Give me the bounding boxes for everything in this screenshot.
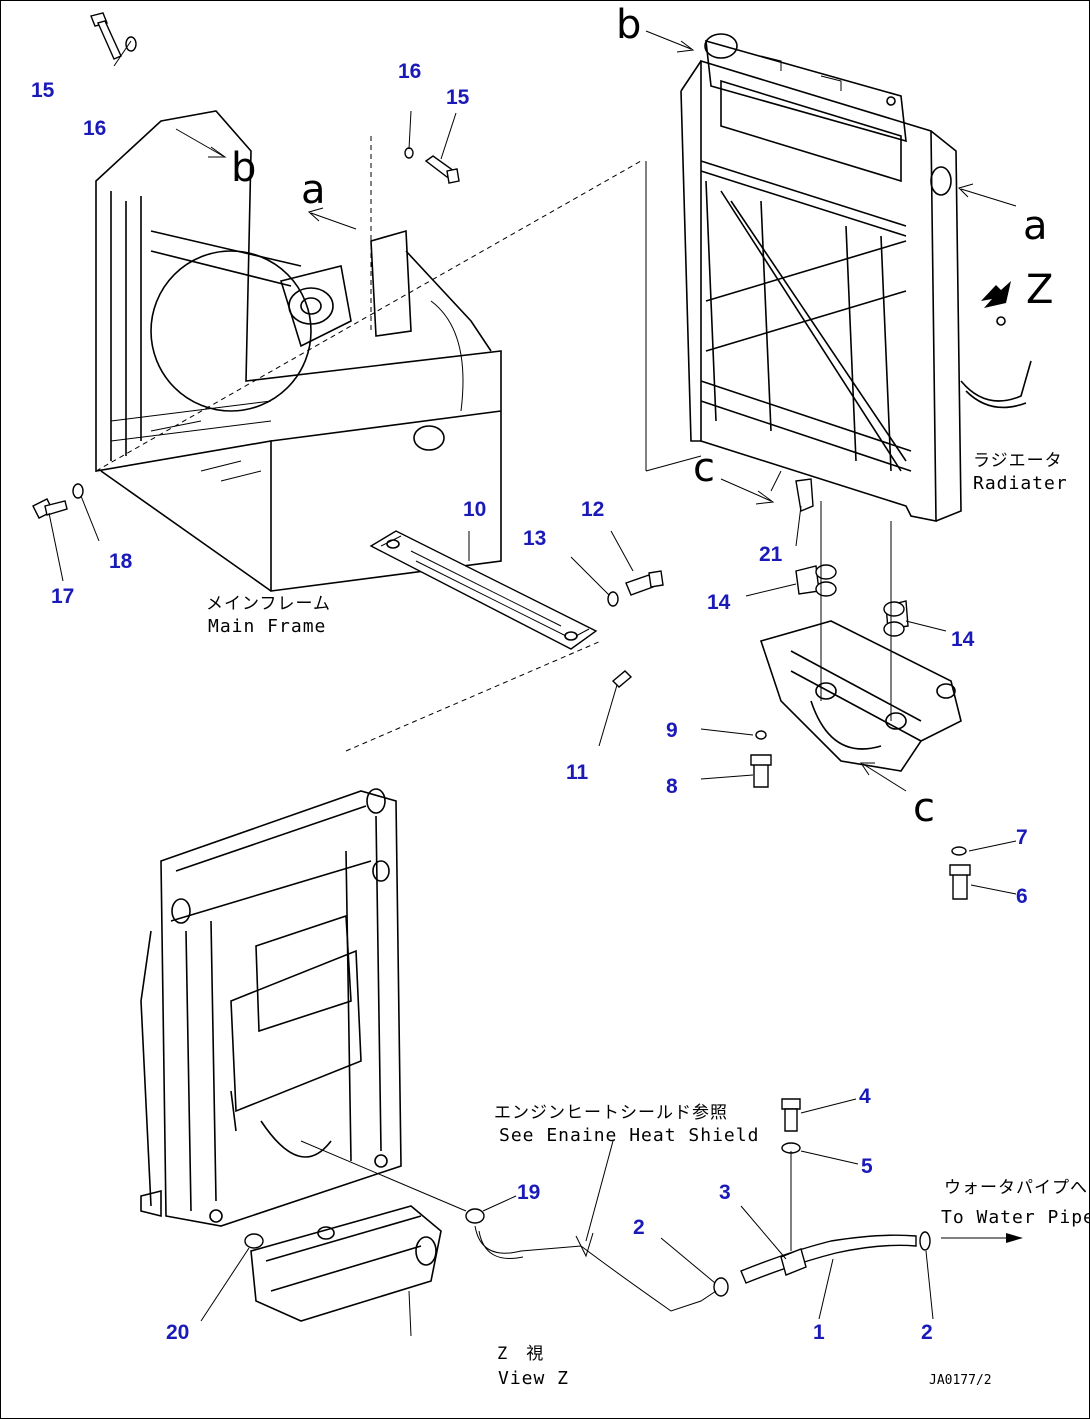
view-arrows: [175, 30, 1023, 1243]
callout-18: 18: [109, 550, 133, 573]
view-marker-z: Z: [1026, 267, 1053, 313]
callout-6: 6: [1016, 885, 1028, 908]
heat-shield-label-jp: エンジンヒートシールド参照: [494, 1103, 728, 1123]
radiator-view-z-drawing: [140, 788, 717, 1337]
callout-17: 17: [51, 585, 74, 608]
view-z-label-jp: Z 視: [497, 1344, 544, 1364]
callout-2: 2: [921, 1321, 933, 1344]
callout-3: 3: [719, 1181, 731, 1204]
callout-numbers: 15 16 16 15 10 12 13 18 17 21 14 14 9 8 …: [31, 60, 1028, 1344]
main-frame-drawing: [95, 110, 642, 752]
view-marker-a-left: a: [301, 167, 326, 213]
callout-15: 15: [31, 79, 55, 102]
callout-16: 16: [398, 60, 421, 83]
view-marker-b-top: b: [616, 2, 641, 48]
callout-2: 2: [633, 1216, 645, 1239]
callout-8: 8: [666, 775, 678, 798]
view-marker-letters: b b a a Z c c: [231, 2, 1053, 831]
callout-20: 20: [166, 1321, 189, 1344]
stay-part-10: [369, 530, 598, 650]
view-z-label-en: View Z: [498, 1368, 569, 1389]
radiator-label-jp: ラジエータ: [973, 451, 1063, 471]
main-frame-label-en: Main Frame: [208, 616, 326, 637]
hose-part-1: [740, 1151, 917, 1284]
drawing-number: JA0177/2: [929, 1373, 992, 1388]
view-marker-c-bottom: c: [913, 785, 935, 831]
main-frame-label-jp: メインフレーム: [206, 594, 331, 614]
water-pipe-label-jp: ウォータパイプへ: [944, 1178, 1088, 1198]
callout-15: 15: [446, 86, 470, 109]
callout-11: 11: [566, 761, 589, 784]
view-marker-c-top: c: [693, 445, 715, 491]
callout-10: 10: [463, 498, 486, 521]
callout-7: 7: [1016, 826, 1028, 849]
callout-16: 16: [83, 117, 106, 140]
callout-12: 12: [581, 498, 604, 521]
callout-9: 9: [666, 719, 678, 742]
text-labels: ラジエータ Radiater メインフレーム Main Frame エンジンヒー…: [206, 451, 1090, 1389]
callout-21: 21: [759, 543, 783, 566]
callout-19: 19: [517, 1181, 540, 1204]
radiator-drawing: [645, 33, 1032, 522]
callout-4: 4: [859, 1085, 871, 1108]
radiator-label-en: Radiater: [973, 473, 1068, 494]
callout-1: 1: [813, 1321, 825, 1344]
view-marker-a-right: a: [1023, 203, 1048, 249]
view-marker-b-left: b: [231, 145, 256, 191]
heat-shield-label-en: See Enaine Heat Shield: [499, 1125, 759, 1146]
callout-14: 14: [707, 591, 731, 614]
fasteners: [32, 12, 971, 1297]
callout-5: 5: [861, 1155, 873, 1178]
callout-13: 13: [523, 527, 546, 550]
callout-14: 14: [951, 628, 975, 651]
water-pipe-label-en: To Water Pipe: [941, 1207, 1090, 1228]
lower-tank-drawing: [759, 470, 962, 772]
leader-lines: [48, 40, 1017, 1322]
